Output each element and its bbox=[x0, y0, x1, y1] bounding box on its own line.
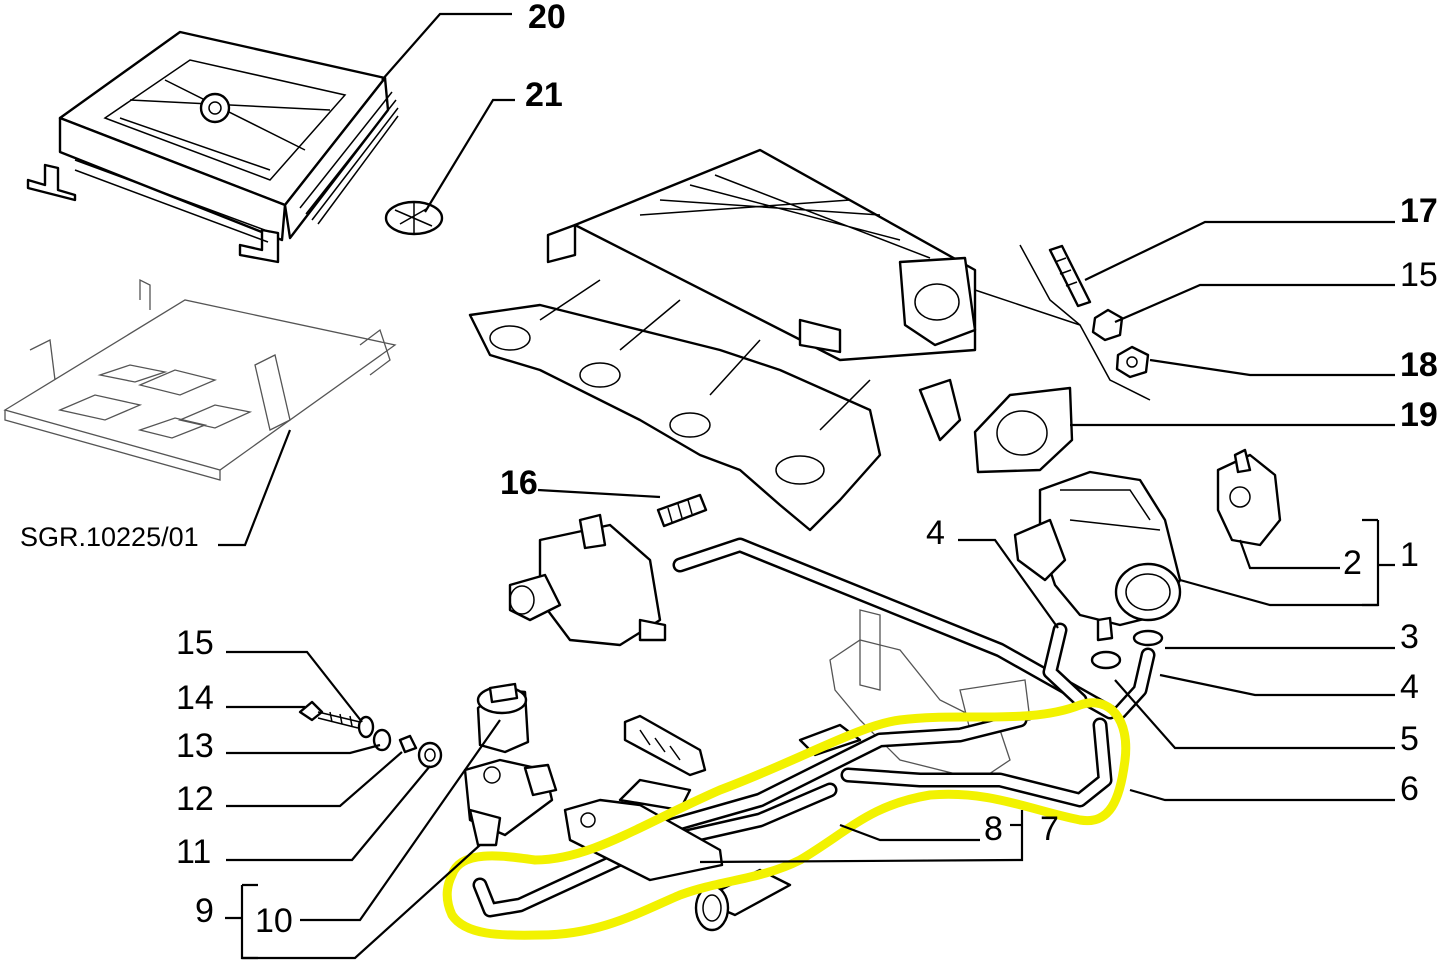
callout-17: 17 bbox=[1400, 192, 1438, 230]
callout-6: 6 bbox=[1400, 770, 1419, 808]
hose-clip bbox=[623, 714, 707, 777]
callout-labels: 20 21 17 15 18 19 16 4 2 1 3 4 5 6 8 7 1… bbox=[20, 0, 1438, 940]
callout-15-upper: 15 bbox=[1400, 256, 1438, 294]
nut-18 bbox=[1115, 345, 1150, 379]
callout-11: 11 bbox=[176, 833, 211, 871]
callout-15-lower: 15 bbox=[176, 624, 214, 662]
callout-1: 1 bbox=[1400, 536, 1419, 574]
callout-8: 8 bbox=[984, 810, 1003, 848]
callout-19: 19 bbox=[1400, 396, 1438, 434]
fitting bbox=[1096, 616, 1114, 642]
throttle-body bbox=[1013, 470, 1182, 627]
intake-manifold bbox=[468, 148, 977, 532]
hose-6 bbox=[840, 717, 1113, 808]
nut-15-upper bbox=[1091, 308, 1124, 342]
grommet-11 bbox=[417, 741, 443, 769]
clamp-3 bbox=[1132, 629, 1164, 647]
callout-2: 2 bbox=[1343, 544, 1362, 582]
callout-13: 13 bbox=[176, 727, 214, 765]
callout-12: 12 bbox=[176, 780, 214, 818]
callout-18: 18 bbox=[1400, 346, 1438, 384]
washer-15-lower bbox=[357, 715, 375, 739]
callout-3: 3 bbox=[1400, 618, 1419, 656]
thermostat-housing bbox=[508, 513, 667, 647]
stud-17 bbox=[1048, 244, 1092, 308]
hose-4-right bbox=[1112, 647, 1156, 720]
idle-air-valve-10 bbox=[476, 682, 530, 754]
gasket-19 bbox=[973, 386, 1074, 474]
hose-4-left bbox=[1042, 622, 1088, 708]
callout-14: 14 bbox=[176, 679, 214, 717]
leader-lines bbox=[218, 12, 1395, 960]
grommet-21 bbox=[384, 200, 444, 236]
callout-10: 10 bbox=[255, 902, 293, 940]
spacer-12 bbox=[398, 734, 418, 754]
callout-4-upper: 4 bbox=[926, 514, 945, 552]
detail-break-line-2 bbox=[974, 289, 1081, 326]
bolt-14 bbox=[298, 700, 361, 729]
temperature-sensor-16 bbox=[656, 493, 708, 528]
hose-8 bbox=[472, 782, 838, 918]
ecu-control-unit bbox=[26, 30, 399, 264]
callout-4-lower: 4 bbox=[1400, 668, 1419, 706]
coolant-tube-7 bbox=[612, 712, 1028, 848]
valve-body-9 bbox=[463, 758, 558, 847]
callout-16: 16 bbox=[500, 464, 538, 502]
callout-5: 5 bbox=[1400, 720, 1419, 758]
clamp-5 bbox=[1090, 650, 1122, 670]
ecu-mounting-bracket bbox=[3, 278, 397, 481]
reference-code: SGR.10225/01 bbox=[20, 522, 199, 552]
callout-21: 21 bbox=[525, 76, 563, 114]
callout-20: 20 bbox=[528, 0, 566, 36]
callout-7: 7 bbox=[1040, 810, 1059, 848]
throttle-position-sensor bbox=[1216, 448, 1282, 547]
callout-9: 9 bbox=[195, 892, 214, 930]
highlight-outline bbox=[442, 698, 1131, 940]
